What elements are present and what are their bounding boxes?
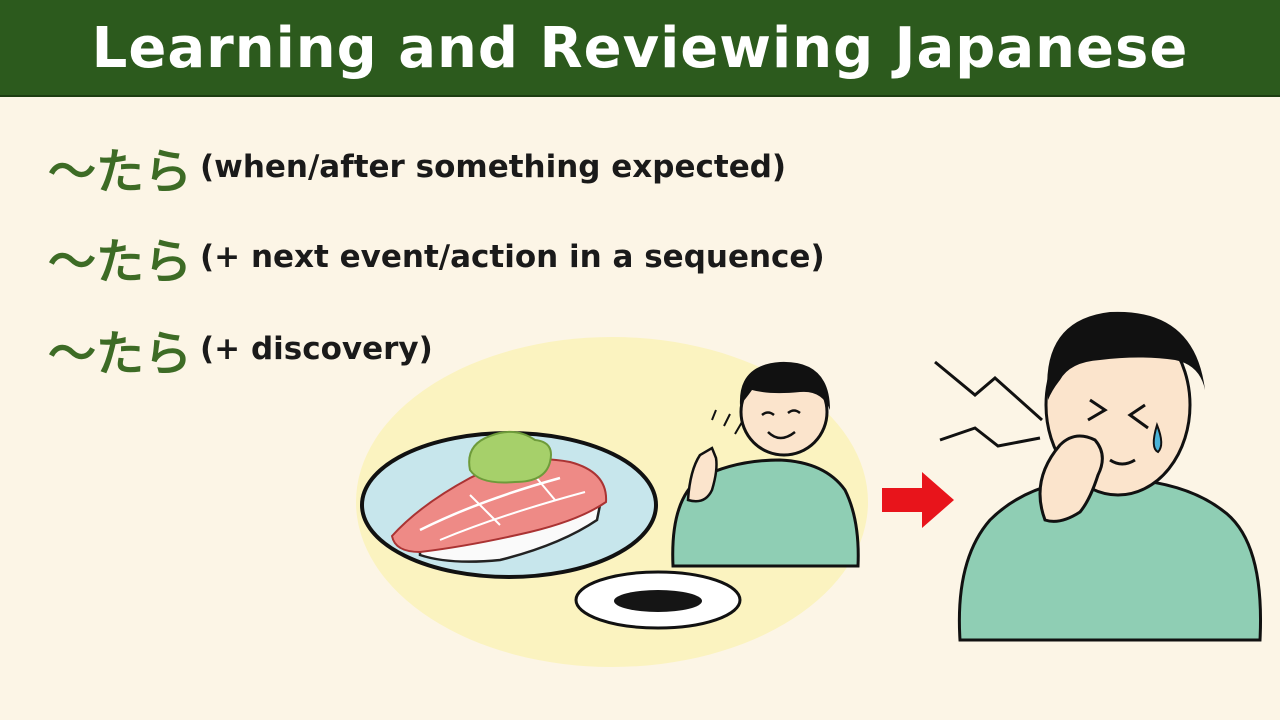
grammar-point-en: (+ discovery) bbox=[200, 331, 433, 367]
zigzag-lines-icon bbox=[934, 360, 1043, 448]
grammar-point-3: ～たら(+ discovery) bbox=[48, 314, 433, 382]
teary-man-illustration bbox=[957, 311, 1262, 642]
grammar-point-jp: ～たら bbox=[48, 234, 193, 290]
page-title: Learning and Reviewing Japanese bbox=[91, 16, 1189, 81]
grammar-point-2: ～たら(+ next event/action in a sequence) bbox=[48, 222, 825, 290]
title-bar bbox=[0, 0, 1280, 97]
grammar-point-jp: ～たら bbox=[48, 144, 193, 200]
soy-sauce-dish-illustration bbox=[574, 570, 742, 630]
sushi-plate-illustration bbox=[360, 430, 658, 579]
grammar-point-jp: ～たら bbox=[48, 326, 193, 382]
red-arrow-icon bbox=[882, 472, 954, 528]
grammar-point-1: ～たら(when/after something expected) bbox=[48, 132, 787, 200]
grammar-point-en: (+ next event/action in a sequence) bbox=[200, 239, 825, 275]
grammar-point-en: (when/after something expected) bbox=[200, 149, 787, 185]
smiling-boy-illustration bbox=[671, 361, 860, 568]
